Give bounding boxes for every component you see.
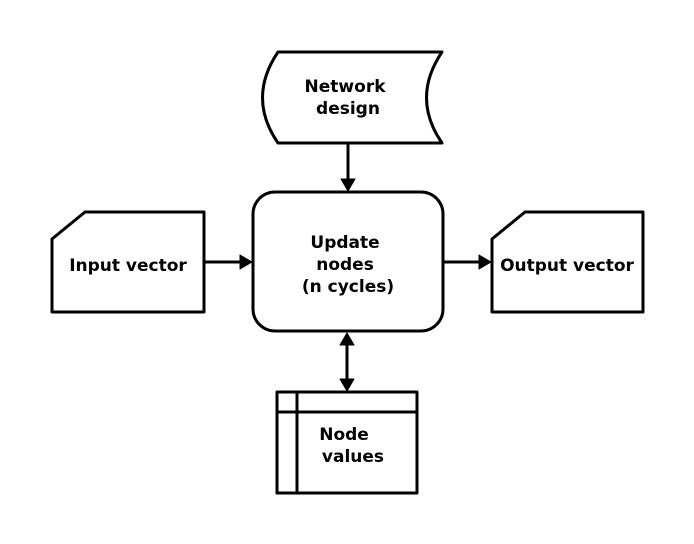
network-design-node: Network design xyxy=(261,50,444,145)
arrowhead-up xyxy=(339,332,355,346)
edge-update-nodes-node-values-bidirectional xyxy=(339,332,355,392)
output-vector-label: Output vector xyxy=(500,256,634,276)
update-nodes-label-line-3: (n cycles) xyxy=(302,277,394,297)
input-vector-label-line-1: Input vector xyxy=(69,256,187,276)
output-vector-label-line-1: Output vector xyxy=(500,256,634,276)
edge-update-nodes-to-output-vector xyxy=(443,254,492,270)
edge-network-design-to-update-nodes xyxy=(340,143,356,192)
update-nodes-node: Update nodes (n cycles) xyxy=(251,190,445,333)
node-values-label-line-2: values xyxy=(322,447,384,467)
network-design-shape xyxy=(261,50,444,145)
update-nodes-label: Update nodes (n cycles) xyxy=(302,233,394,297)
node-values-node: Node values xyxy=(275,390,419,495)
edge-input-vector-to-update-nodes xyxy=(204,254,253,270)
arrowhead-right xyxy=(478,254,492,270)
network-design-label: Network design xyxy=(305,77,392,119)
output-vector-node: Output vector xyxy=(490,210,645,314)
node-values-label: Node values xyxy=(319,425,384,467)
node-values-label-line-1: Node xyxy=(319,425,369,445)
network-design-label-line-2: design xyxy=(316,99,380,119)
input-vector-label: Input vector xyxy=(69,256,187,276)
arrowhead-down xyxy=(340,178,356,192)
network-design-label-line-1: Network xyxy=(305,77,387,97)
arrowhead-down xyxy=(339,378,355,392)
update-nodes-label-line-2: nodes xyxy=(316,255,374,275)
node-values-shape xyxy=(275,390,419,495)
update-nodes-label-line-1: Update xyxy=(310,233,379,253)
arrowhead-right xyxy=(239,254,253,270)
input-vector-node: Input vector xyxy=(50,210,206,314)
output-vector-shape xyxy=(490,210,645,314)
